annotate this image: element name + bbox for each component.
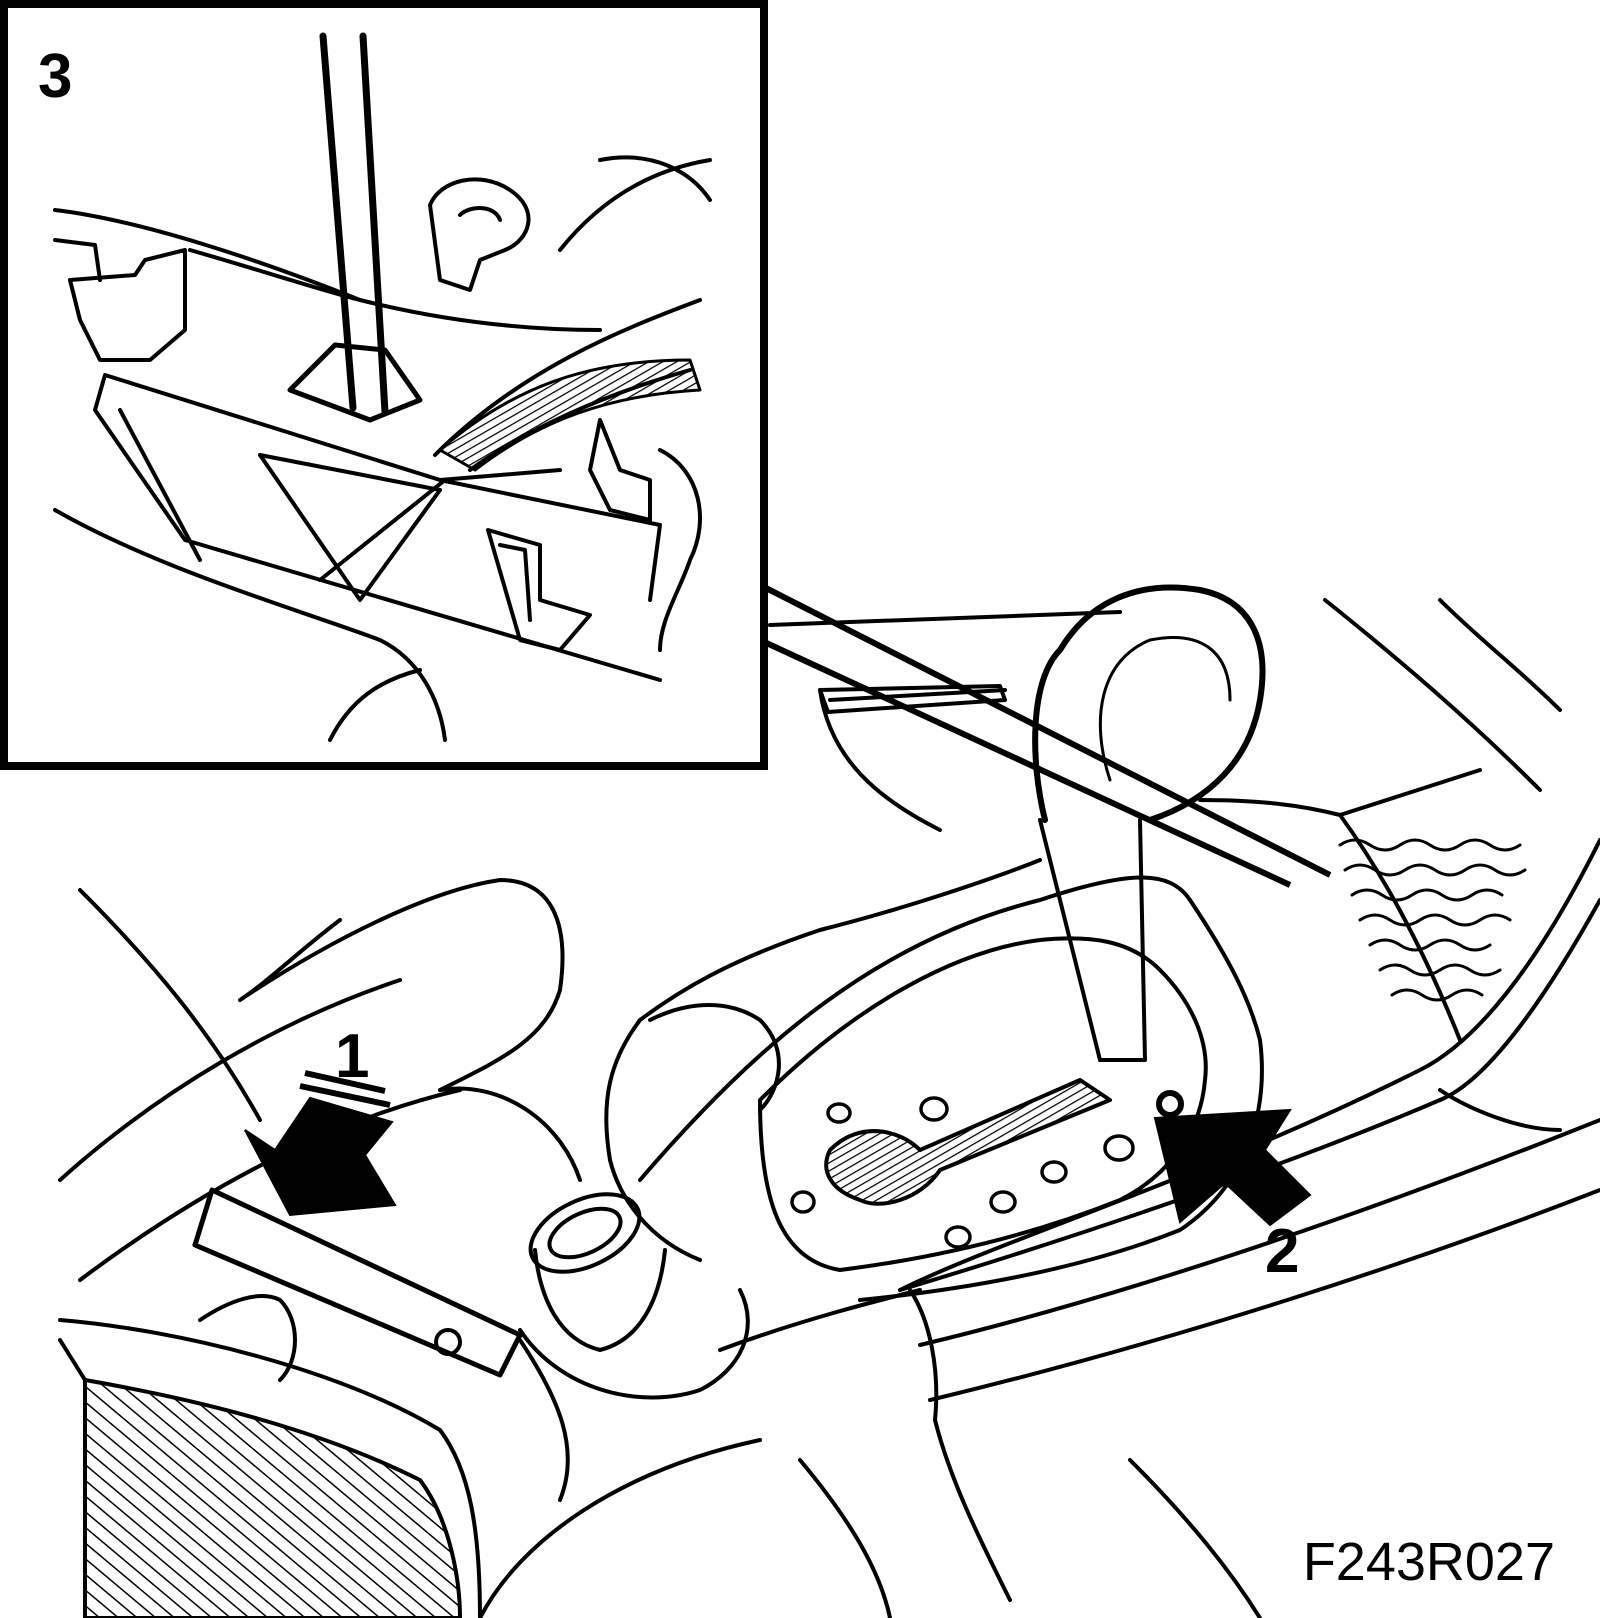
- release-tool-handle: [192, 1187, 523, 1378]
- housing-bottom-curve: [53, 508, 447, 742]
- selector-housing-body: [93, 373, 662, 682]
- center-console-scene: [58, 584, 1600, 1618]
- gate-detents: [790, 1096, 1135, 1249]
- cup-holder-top: [528, 1192, 642, 1274]
- arrow-1-icon: [244, 1096, 397, 1217]
- gear-selector-surround: [638, 875, 1264, 1302]
- console-front-edge: [718, 1288, 939, 1422]
- cup-holder-inner: [547, 1206, 623, 1260]
- callout-2: 2: [1265, 1217, 1299, 1286]
- floor-mat-waves: [1338, 838, 1527, 1002]
- arrow-1: [244, 1070, 397, 1217]
- arrow-2-icon: [1153, 1108, 1312, 1227]
- cup-holder-body: [518, 1248, 750, 1400]
- shift-lock-release-hole: [1156, 1090, 1184, 1118]
- handbrake-housing: [604, 858, 1042, 1262]
- gear-gate-slot: [824, 1078, 1112, 1206]
- arrow-2: [1153, 1108, 1312, 1227]
- gear-lever-shaft: [1038, 818, 1147, 1062]
- tray-side: [198, 1294, 297, 1382]
- dashboard-outline: [768, 610, 1122, 832]
- handbrake-lever: [78, 878, 565, 1122]
- housing-right-slot: [486, 528, 592, 652]
- callout-3: 3: [38, 42, 72, 111]
- seat-base-curves: [478, 1338, 762, 1618]
- gear-knob-inner: [1098, 636, 1232, 782]
- storage-tray-rim: [58, 1318, 482, 1618]
- detail-leader-line: [758, 582, 1332, 888]
- detail-inset: 3: [0, 0, 768, 770]
- housing-p-marker: [428, 177, 531, 292]
- inset-right-bracket: [588, 418, 702, 652]
- housing-left-clip: [53, 238, 187, 362]
- release-tool-screw: [434, 1328, 462, 1356]
- storage-tray: [83, 1378, 462, 1618]
- handbrake-boot: [648, 1003, 781, 1112]
- figure-reference-code: F243R027: [1303, 1532, 1555, 1592]
- arrow-1-stripes: [299, 1070, 391, 1108]
- latch-socket: [287, 342, 423, 423]
- gear-lever-knob: [1032, 584, 1266, 823]
- gear-surround-inner: [758, 936, 1208, 1272]
- callout-1: 1: [335, 1022, 369, 1091]
- housing-x-brace: [118, 408, 447, 602]
- selector-housing-top: [53, 208, 602, 332]
- console-right-rail: [898, 838, 1600, 1292]
- right-panel-lines: [1198, 598, 1562, 1042]
- console-front-curves: [798, 1418, 1262, 1618]
- boot-ridge-hatch: [438, 358, 702, 472]
- inset-drawing: [53, 32, 712, 742]
- dashboard-vent: [818, 684, 1007, 714]
